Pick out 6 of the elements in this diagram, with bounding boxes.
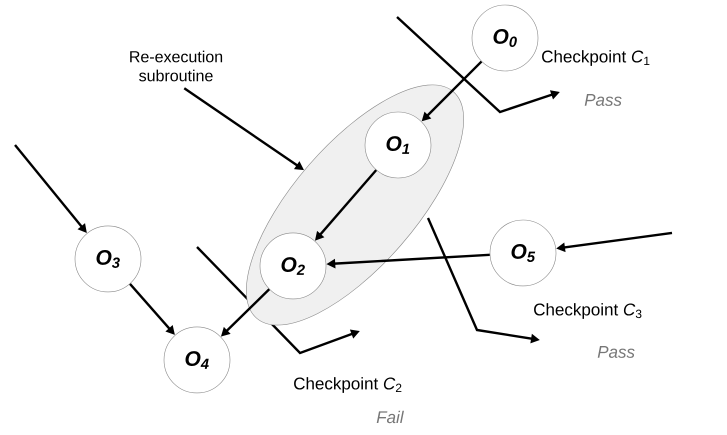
status-label: Pass — [598, 346, 635, 358]
status-label: Pass — [584, 94, 622, 106]
checkpoint-label: Checkpoint C$_{2}$ — [294, 377, 402, 393]
annotation-text: Re-execution subroutine — [130, 50, 222, 82]
checkpoint-label: Checkpoint C$_{3}$ — [534, 303, 642, 319]
status-label: Fail — [376, 410, 404, 424]
